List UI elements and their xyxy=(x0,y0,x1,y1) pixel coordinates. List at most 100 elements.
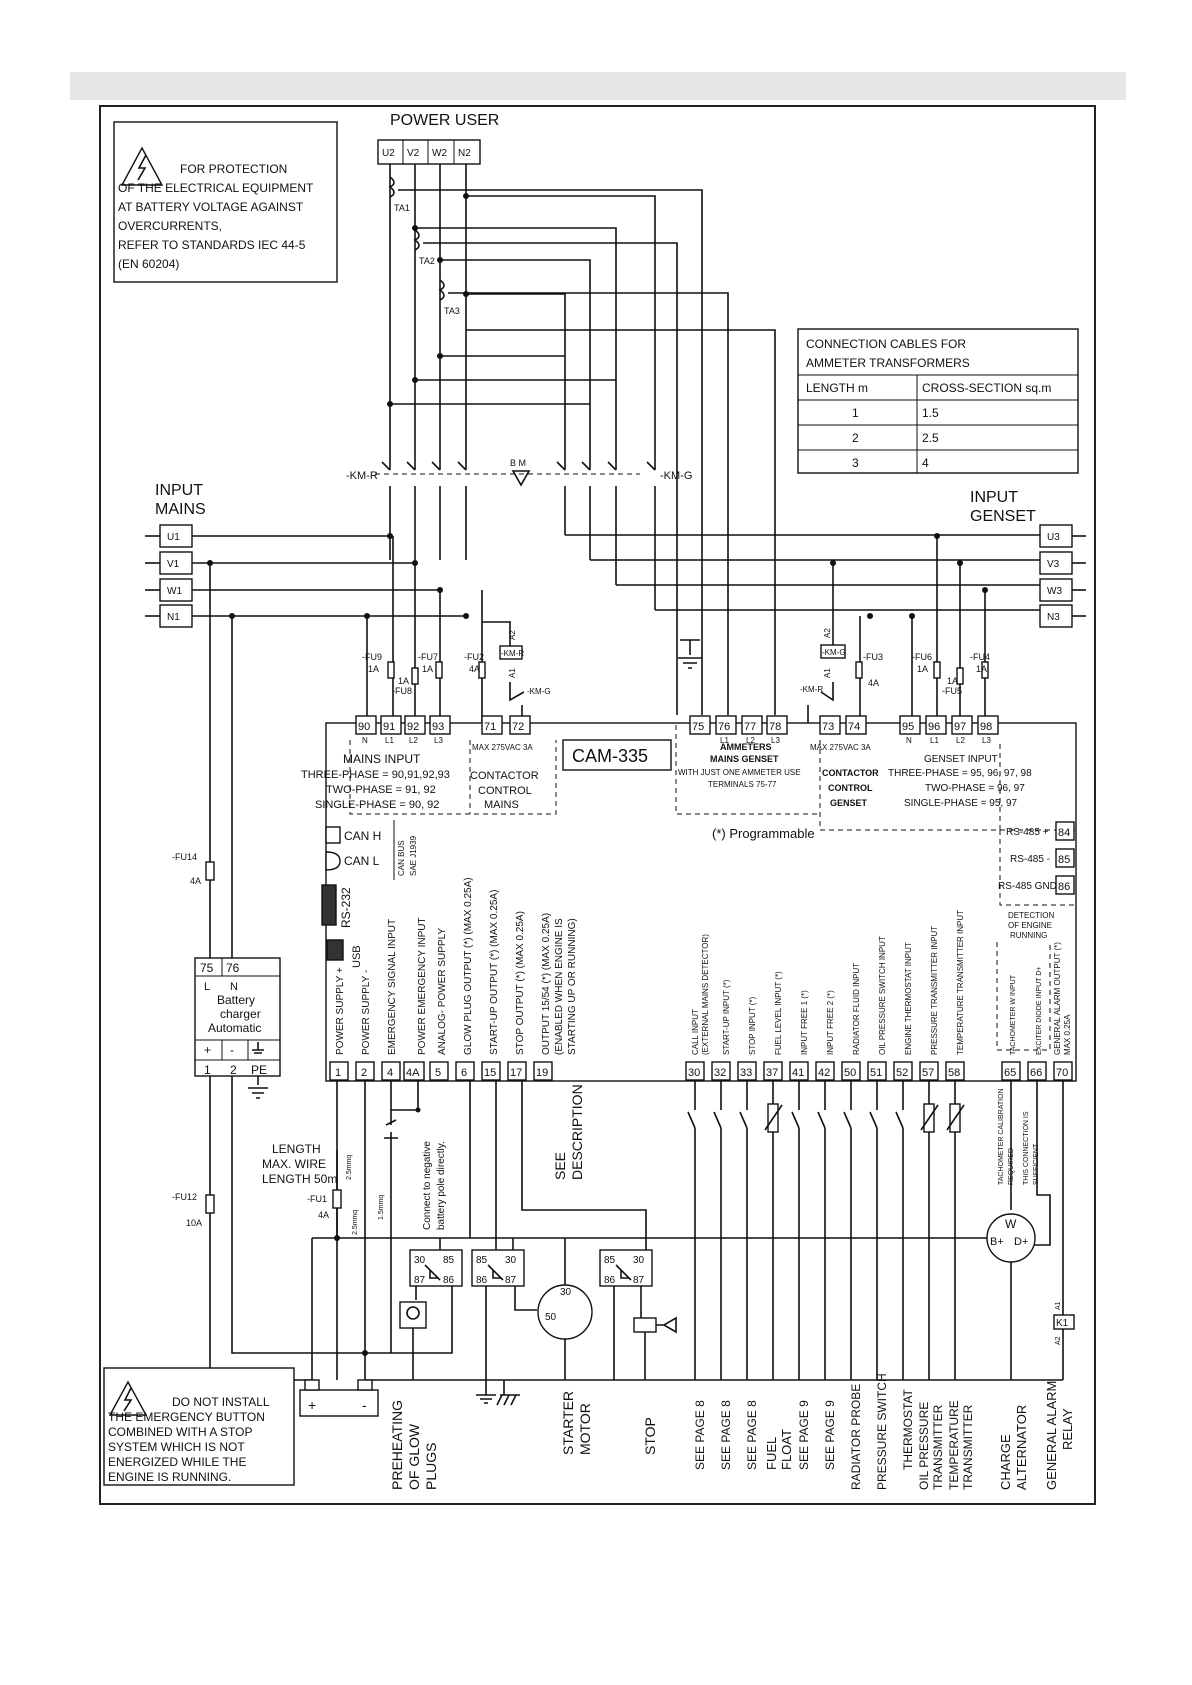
label-input-free-1: INPUT FREE 1 (*) xyxy=(800,990,809,1055)
label-stop-input: STOP INPUT (*) xyxy=(748,996,757,1055)
tacho-note-2: REQUIRED xyxy=(1008,1148,1015,1185)
label-output-15-1: OUTPUT 15/54 (*) (MAX 0.25A) xyxy=(541,913,552,1055)
fu1-label: -FU1 xyxy=(307,1194,327,1204)
rs232-connector-icon xyxy=(321,884,337,926)
term-57: 57 xyxy=(922,1067,934,1079)
caption-radiator-probe: RADIATOR PROBE xyxy=(849,1384,863,1490)
relay1-87: 87 xyxy=(414,1275,426,1286)
charger-mark-l: L xyxy=(204,981,210,993)
controller-top-terminals: 90 91 92 93 71 72 75 76 77 78 73 74 95 9… xyxy=(355,715,999,752)
term-95: 95 xyxy=(902,721,914,733)
fu7-rating: 1A xyxy=(422,664,433,674)
rs485-gnd-label: RS-485 GND xyxy=(998,881,1057,892)
terminal-w2: W2 xyxy=(432,148,447,159)
fu14-rating: 4A xyxy=(190,876,201,886)
term-91: 91 xyxy=(383,721,395,733)
fu2-rating: 4A xyxy=(469,664,480,674)
stop-solenoid-icon xyxy=(633,1317,657,1333)
programmable-note: (*) Programmable xyxy=(712,826,815,841)
caption-fuel: FUEL xyxy=(764,1437,779,1470)
fu4-label: -FU4 xyxy=(970,652,990,662)
mark-l3-gen: L3 xyxy=(982,736,991,745)
term-98: 98 xyxy=(980,721,992,733)
protection-line-3: AT BATTERY VOLTAGE AGAINST xyxy=(118,200,304,214)
term-96: 96 xyxy=(928,721,940,733)
genset-input-title: GENSET INPUT xyxy=(924,754,998,765)
caption-transmitter-1: TRANSMITTER xyxy=(931,1404,945,1490)
controller-name: CAM-335 xyxy=(572,746,648,766)
relay3-85: 85 xyxy=(604,1255,616,1266)
mark-l2-gen: L2 xyxy=(956,736,965,745)
bottom-captions: PREHEATING OF GLOW PLUGS STARTER MOTOR S… xyxy=(389,1373,1075,1490)
term-41: 41 xyxy=(792,1067,804,1079)
input-mains: INPUT MAINS U1 V1 W1 N1 xyxy=(145,482,469,628)
ammeters-note-2: TERMINALS 75-77 xyxy=(708,780,777,789)
cable-table-header-length: LENGTH m xyxy=(806,381,868,395)
term-4: 4 xyxy=(387,1067,393,1079)
term-2: 2 xyxy=(361,1067,367,1079)
fu3-rating: 4A xyxy=(868,678,879,688)
mark-l1-gen: L1 xyxy=(930,736,939,745)
protection-line-4: OVERCURRENTS, xyxy=(118,219,222,233)
rs485-plus-label: RS-485 + xyxy=(1006,827,1049,838)
wire-mm-3: 1.5mmq xyxy=(378,1195,385,1220)
high-voltage-warning-icon-2 xyxy=(108,1380,148,1416)
charger-term-76: 76 xyxy=(226,961,240,975)
relay2-30: 30 xyxy=(505,1255,517,1266)
battery-minus: - xyxy=(362,1397,367,1413)
protection-line-6: (EN 60204) xyxy=(118,257,179,271)
warning-line-1: DO NOT INSTALL xyxy=(172,1395,270,1409)
engine-running-3: RUNNING xyxy=(1010,931,1047,940)
label-call-input: CALL INPUT xyxy=(691,1009,700,1055)
caption-oil-pressure: OIL PRESSURE xyxy=(917,1402,931,1490)
warning-note: DO NOT INSTALL THE EMERGENCY BUTTON COMB… xyxy=(103,1367,295,1486)
term-5: 5 xyxy=(435,1067,441,1079)
term-71: 71 xyxy=(484,721,496,733)
label-general-alarm: GENERAL ALARM OUTPUT (*) xyxy=(1053,942,1062,1055)
can-l-label: CAN L xyxy=(344,854,380,868)
term-90: 90 xyxy=(358,721,370,733)
label-output-15-2: (ENABLED WHEN ENGINE IS xyxy=(554,918,565,1055)
terminal-u2: U2 xyxy=(382,148,395,159)
see-description-1: SEE xyxy=(552,1152,568,1180)
input-mains-title-1: INPUT xyxy=(155,482,203,499)
controller-bottom-labels: POWER SUPPLY + POWER SUPPLY - EMERGENCY … xyxy=(335,877,1072,1055)
mark-l1-amm: L1 xyxy=(720,736,729,745)
fu8-label: -FU8 xyxy=(392,686,412,696)
relay1-86: 86 xyxy=(443,1275,455,1286)
term-74: 74 xyxy=(848,721,860,733)
charger-line-3: Automatic xyxy=(208,1021,261,1035)
km-g-label: -KM-G xyxy=(660,470,692,482)
term-58: 58 xyxy=(948,1067,960,1079)
fu6-rating: 1A xyxy=(917,664,928,674)
coil-kmr-label: -KM-R xyxy=(501,649,524,658)
fu7-label: -FU7 xyxy=(418,652,438,662)
caption-starter-1: STARTER xyxy=(560,1391,576,1455)
sae-label: SAE J1939 xyxy=(409,835,418,876)
contactor-coils: -KM-R A2 A1 -KM-G -KM-G A2 A1 -KM-R xyxy=(482,621,846,696)
fu14-label: -FU14 xyxy=(172,852,197,862)
fuses-top: -FU9 1A 1A -FU8 -FU7 1A -FU2 4A -FU3 4A … xyxy=(362,652,990,696)
terminal-n2: N2 xyxy=(458,148,471,159)
genset-single-phase: SINGLE-PHASE = 95, 97 xyxy=(904,798,1018,809)
k1-label: K1 xyxy=(1056,1318,1069,1329)
term-19: 19 xyxy=(536,1067,548,1079)
terminal-w1: W1 xyxy=(167,586,182,597)
cable-table-title-1: CONNECTION CABLES FOR xyxy=(806,337,966,351)
warning-line-4: SYSTEM WHICH IS NOT xyxy=(108,1440,245,1454)
caption-float: FLOAT xyxy=(779,1429,794,1470)
label-oil-pressure-switch: OIL PRESSURE SWITCH INPUT xyxy=(878,936,887,1055)
relay2-87: 87 xyxy=(505,1275,517,1286)
caption-preheating-2: OF GLOW xyxy=(406,1423,422,1490)
input-genset-title-2: GENSET xyxy=(970,508,1036,525)
diagram-frame xyxy=(99,105,1096,1505)
usb-label: USB xyxy=(351,945,363,968)
label-tachometer-w: TACHOMETER W INPUT xyxy=(1010,974,1017,1055)
controller-bottom-terminals: 1 2 4 4A 5 6 15 17 19 30 32 33 37 41 42 … xyxy=(329,1061,1073,1081)
cable-table-title-2: AMMETER TRANSFORMERS xyxy=(806,356,970,370)
see-description-2: DESCRIPTION xyxy=(569,1084,585,1180)
term-77: 77 xyxy=(744,721,756,733)
term-32: 32 xyxy=(714,1067,726,1079)
relay2-86: 86 xyxy=(476,1275,488,1286)
